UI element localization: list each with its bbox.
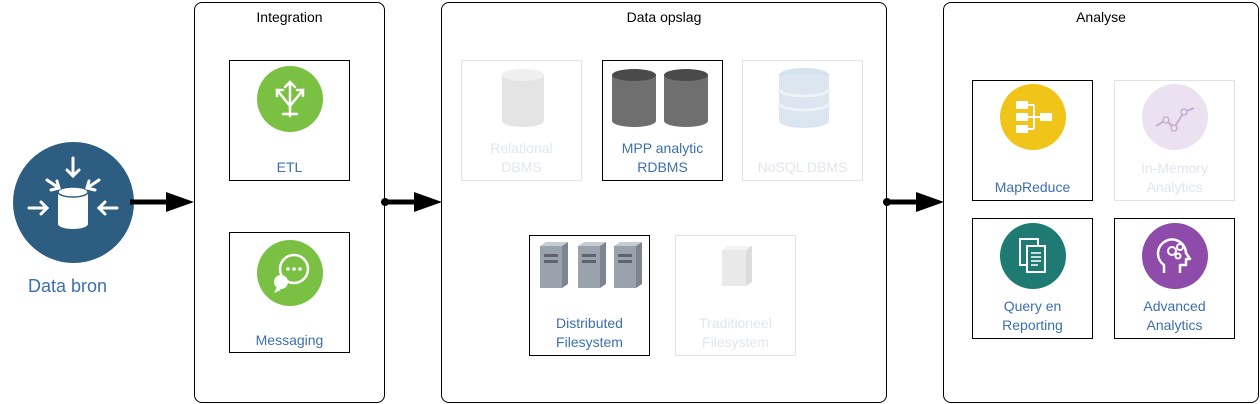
query-reporting-card[interactable]: Query en Reporting	[972, 218, 1093, 339]
query-reporting-label: Query en Reporting	[1002, 298, 1063, 333]
server-icon	[540, 242, 642, 288]
data-source-label: Data bron	[28, 276, 108, 296]
data-source-icon	[13, 142, 134, 263]
messaging-icon	[257, 240, 323, 306]
panel-title: Data opslag	[626, 9, 702, 25]
in-memory-analytics-label: In-Memory Analytics	[1141, 160, 1208, 195]
nosql-database-icon	[777, 68, 831, 128]
panel-title: Analyse	[1076, 9, 1126, 25]
messaging-card[interactable]: Messaging	[229, 232, 350, 353]
etl-card[interactable]: ETL	[229, 60, 350, 181]
nosql-dbms-label: NoSQL DBMS	[757, 159, 848, 175]
nosql-dbms-card[interactable]: NoSQL DBMS	[742, 60, 863, 181]
panel-title: Integration	[256, 9, 323, 25]
advanced-analytics-card[interactable]: Advanced Analytics	[1114, 218, 1235, 339]
database-icon	[612, 69, 708, 127]
advanced-analytics-icon	[1142, 223, 1208, 289]
analysis-panel: Analyse	[943, 2, 1259, 403]
traditional-filesystem-card[interactable]: Traditioneel Filesystem	[675, 235, 796, 356]
advanced-analytics-label: Advanced Analytics	[1143, 298, 1206, 333]
flow-arrow	[130, 192, 194, 212]
distributed-filesystem-card[interactable]: Distributed Filesystem	[529, 235, 650, 356]
flow-arrow	[381, 192, 442, 212]
mapreduce-label: MapReduce	[994, 179, 1071, 195]
distributed-filesystem-label: Distributed Filesystem	[556, 315, 623, 350]
relational-dbms-card[interactable]: Relational DBMS	[461, 60, 582, 181]
mapreduce-card[interactable]: MapReduce	[972, 80, 1093, 201]
query-reporting-icon	[1000, 223, 1066, 289]
flow-arrow	[883, 192, 944, 212]
in-memory-analytics-icon	[1142, 84, 1208, 150]
relational-dbms-label: Relational DBMS	[490, 140, 553, 175]
mpp-rdbms-card[interactable]: MPP analytic RDBMS	[602, 60, 723, 181]
messaging-label: Messaging	[255, 332, 324, 348]
etl-label: ETL	[276, 159, 303, 175]
mpp-rdbms-label: MPP analytic RDBMS	[621, 140, 704, 175]
traditional-filesystem-label: Traditioneel Filesystem	[699, 315, 772, 350]
mapreduce-icon	[1000, 84, 1066, 150]
in-memory-analytics-card[interactable]: In-Memory Analytics	[1114, 80, 1235, 201]
server-icon	[722, 246, 752, 286]
database-icon	[502, 69, 544, 127]
etl-icon	[257, 66, 323, 132]
